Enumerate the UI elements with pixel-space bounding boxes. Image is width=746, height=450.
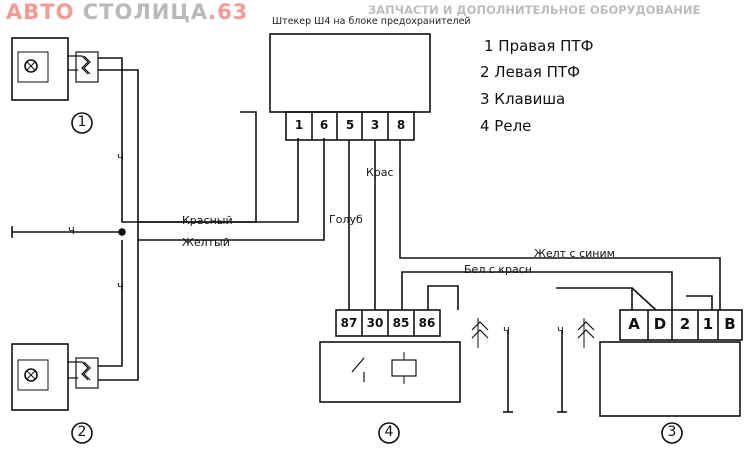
switch-connector: [619, 309, 743, 341]
wire-label-yellow-blue: Желт с синим: [534, 247, 615, 260]
ground-mark-5: Ч: [557, 326, 564, 337]
component-number-2: 2: [77, 424, 87, 440]
component-3-circle: [661, 422, 683, 444]
brand-tagline: ЗАПЧАСТИ И ДОПОЛНИТЕЛЬНОЕ ОБОРУДОВАНИЕ: [368, 3, 701, 17]
relay-pin-30: 30: [366, 316, 384, 330]
switch-pin-a: A: [628, 315, 640, 333]
wire-label-white-red: Бел с красн: [464, 263, 532, 276]
legend-item-2: 2 Левая ПТФ: [480, 63, 580, 81]
fuse-block: [269, 33, 431, 113]
junction-dot: [118, 228, 126, 236]
legend-item-3: 3 Клавиша: [480, 90, 566, 108]
brand-header: АВТО СТОЛИЦА.63: [6, 0, 248, 24]
component-number-3: 3: [667, 424, 677, 440]
lamp-left-icon: [24, 368, 38, 382]
relay-pin-87: 87: [340, 316, 358, 330]
switch-pin-2: 2: [679, 315, 691, 333]
switch-pin-1: 1: [702, 315, 714, 333]
wire-label-blue: Голуб: [329, 213, 363, 226]
fuse-pin-8: 8: [396, 118, 406, 132]
brand-logo: АВТО СТОЛИЦА.63: [6, 0, 249, 24]
fuse-pin-3: 3: [370, 118, 380, 132]
legend-item-1: 1 Правая ПТФ: [484, 37, 594, 55]
fuse-pin-6: 6: [319, 118, 329, 132]
wire-label-yellow: Желтый: [182, 236, 230, 249]
legend-item-4: 4 Реле: [480, 117, 532, 135]
ground-mark-3: Ч: [117, 282, 124, 293]
fuse-pin-5: 5: [345, 118, 355, 132]
component-4-circle: [378, 422, 400, 444]
component-number-1: 1: [77, 114, 87, 130]
fuse-pin-1: 1: [294, 118, 304, 132]
fog-lamp-left-housing: [11, 343, 69, 411]
switch-pin-b: B: [724, 315, 736, 333]
ground-mark-1: Ч: [117, 153, 124, 164]
fog-lamp-right-housing: [11, 37, 69, 101]
relay-body: [319, 341, 461, 403]
fuse-block-connector: [285, 111, 415, 141]
wire-label-red-short: Крас: [366, 166, 394, 179]
ground-mark-4: Ч: [503, 326, 510, 337]
relay-pin-85: 85: [392, 316, 410, 330]
ground-mark-2: Ч: [68, 226, 75, 237]
relay-pin-86: 86: [418, 316, 436, 330]
wire-label-red: Красный: [182, 214, 233, 227]
component-1-circle: [71, 112, 93, 134]
diagram-caption: Штекер Ш4 на блоке предохранителей: [272, 16, 471, 27]
component-2-circle: [71, 422, 93, 444]
component-number-4: 4: [384, 424, 394, 440]
switch-pin-d: D: [653, 315, 667, 333]
lamp-right-icon: [24, 59, 38, 73]
switch-body: [599, 341, 741, 417]
